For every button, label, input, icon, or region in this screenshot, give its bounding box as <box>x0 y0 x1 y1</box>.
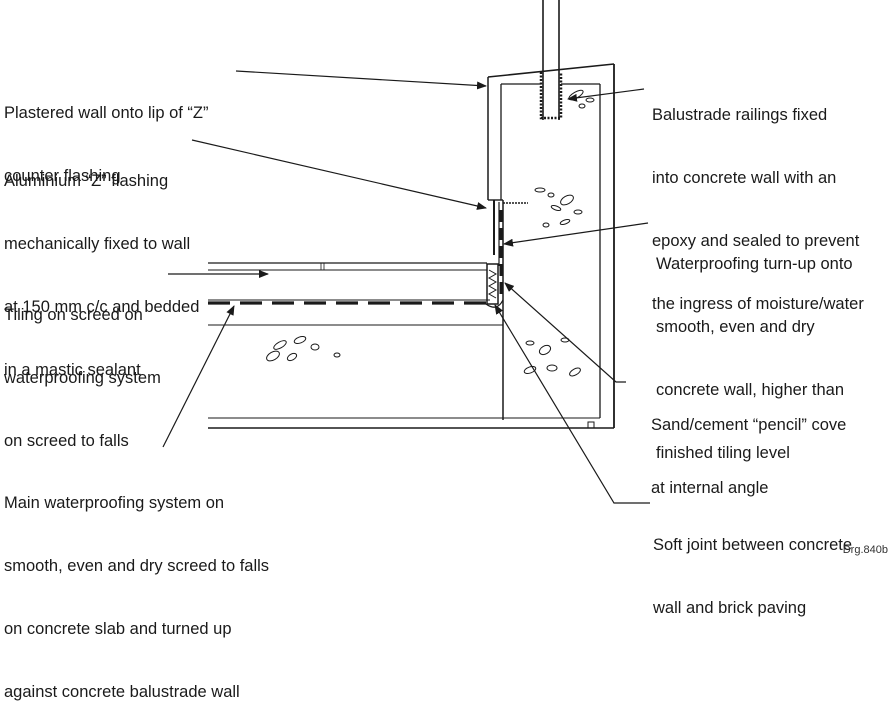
leader-plastered-wall <box>235 70 487 90</box>
label-line: smooth, even and dry screed to falls <box>4 557 270 575</box>
label-line: counter flashing <box>4 167 121 185</box>
label-line: mechanically fixed to wall <box>4 235 191 253</box>
drawing-reference: Drg.840b <box>842 544 888 556</box>
label-line: concrete wall, higher than <box>656 381 845 399</box>
label-line: smooth, even and dry <box>656 318 815 336</box>
label-line: epoxy and sealed to prevent <box>652 232 860 250</box>
leader-z-flashing <box>191 139 487 210</box>
leader-soft-joint <box>494 304 650 504</box>
label-line: Balustrade railings fixed <box>652 106 828 124</box>
label-pencil-cove: Sand/cement “pencil” cove at internal an… <box>651 373 846 520</box>
label-plastered-wall: Plastered wall onto lip of “Z” counter f… <box>4 61 209 208</box>
label-line: Waterproofing turn-up onto <box>656 255 853 273</box>
leader-turnup <box>503 222 649 247</box>
leader-lines <box>162 70 650 504</box>
label-line: Plastered wall onto lip of “Z” <box>4 104 209 122</box>
label-line: on concrete slab and turned up <box>4 620 232 638</box>
label-line: against concrete balustrade wall <box>4 683 240 701</box>
label-line: on screed to falls <box>4 432 129 450</box>
label-line: wall and brick paving <box>653 599 807 617</box>
label-line: Aluminium “Z” flashing <box>4 172 169 190</box>
label-line: Sand/cement “pencil” cove <box>651 416 847 434</box>
label-line: finished tiling level <box>656 444 790 462</box>
floor-build-up <box>208 262 503 326</box>
concrete-balustrade-wall <box>208 63 615 429</box>
label-line: at 150 mm c/c and bedded <box>4 298 200 316</box>
label-line: in a mastic sealant <box>4 361 141 379</box>
balustrade-railing <box>539 0 563 120</box>
label-line: Tiling on screed on <box>4 306 143 324</box>
label-line: the ingress of moisture/water <box>652 295 864 313</box>
label-main-waterproofing: Main waterproofing system on smooth, eve… <box>4 451 269 724</box>
label-line: at internal angle <box>651 479 769 497</box>
label-z-flashing: Aluminium “Z” flashing mechanically fixe… <box>4 129 199 402</box>
leader-main-waterproofing <box>162 305 235 448</box>
concrete-aggregate <box>266 89 595 377</box>
label-line: into concrete wall with an <box>652 169 837 187</box>
label-line: Main waterproofing system on <box>4 494 225 512</box>
leader-balustrade <box>567 88 645 102</box>
label-waterproofing-turnup: Waterproofing turn-up onto smooth, even … <box>656 212 853 485</box>
label-tiling: Tiling on screed on waterproofing system… <box>4 263 161 473</box>
z-flashing <box>488 199 528 266</box>
label-line: waterproofing system <box>4 369 161 387</box>
label-soft-joint: Soft joint between concrete wall and bri… <box>653 493 852 640</box>
label-balustrade-railings: Balustrade railings fixed into concrete … <box>652 63 864 336</box>
label-line: Soft joint between concrete <box>653 536 853 554</box>
construction-detail-drawing <box>162 0 650 504</box>
leader-pencil-cove <box>504 282 626 383</box>
